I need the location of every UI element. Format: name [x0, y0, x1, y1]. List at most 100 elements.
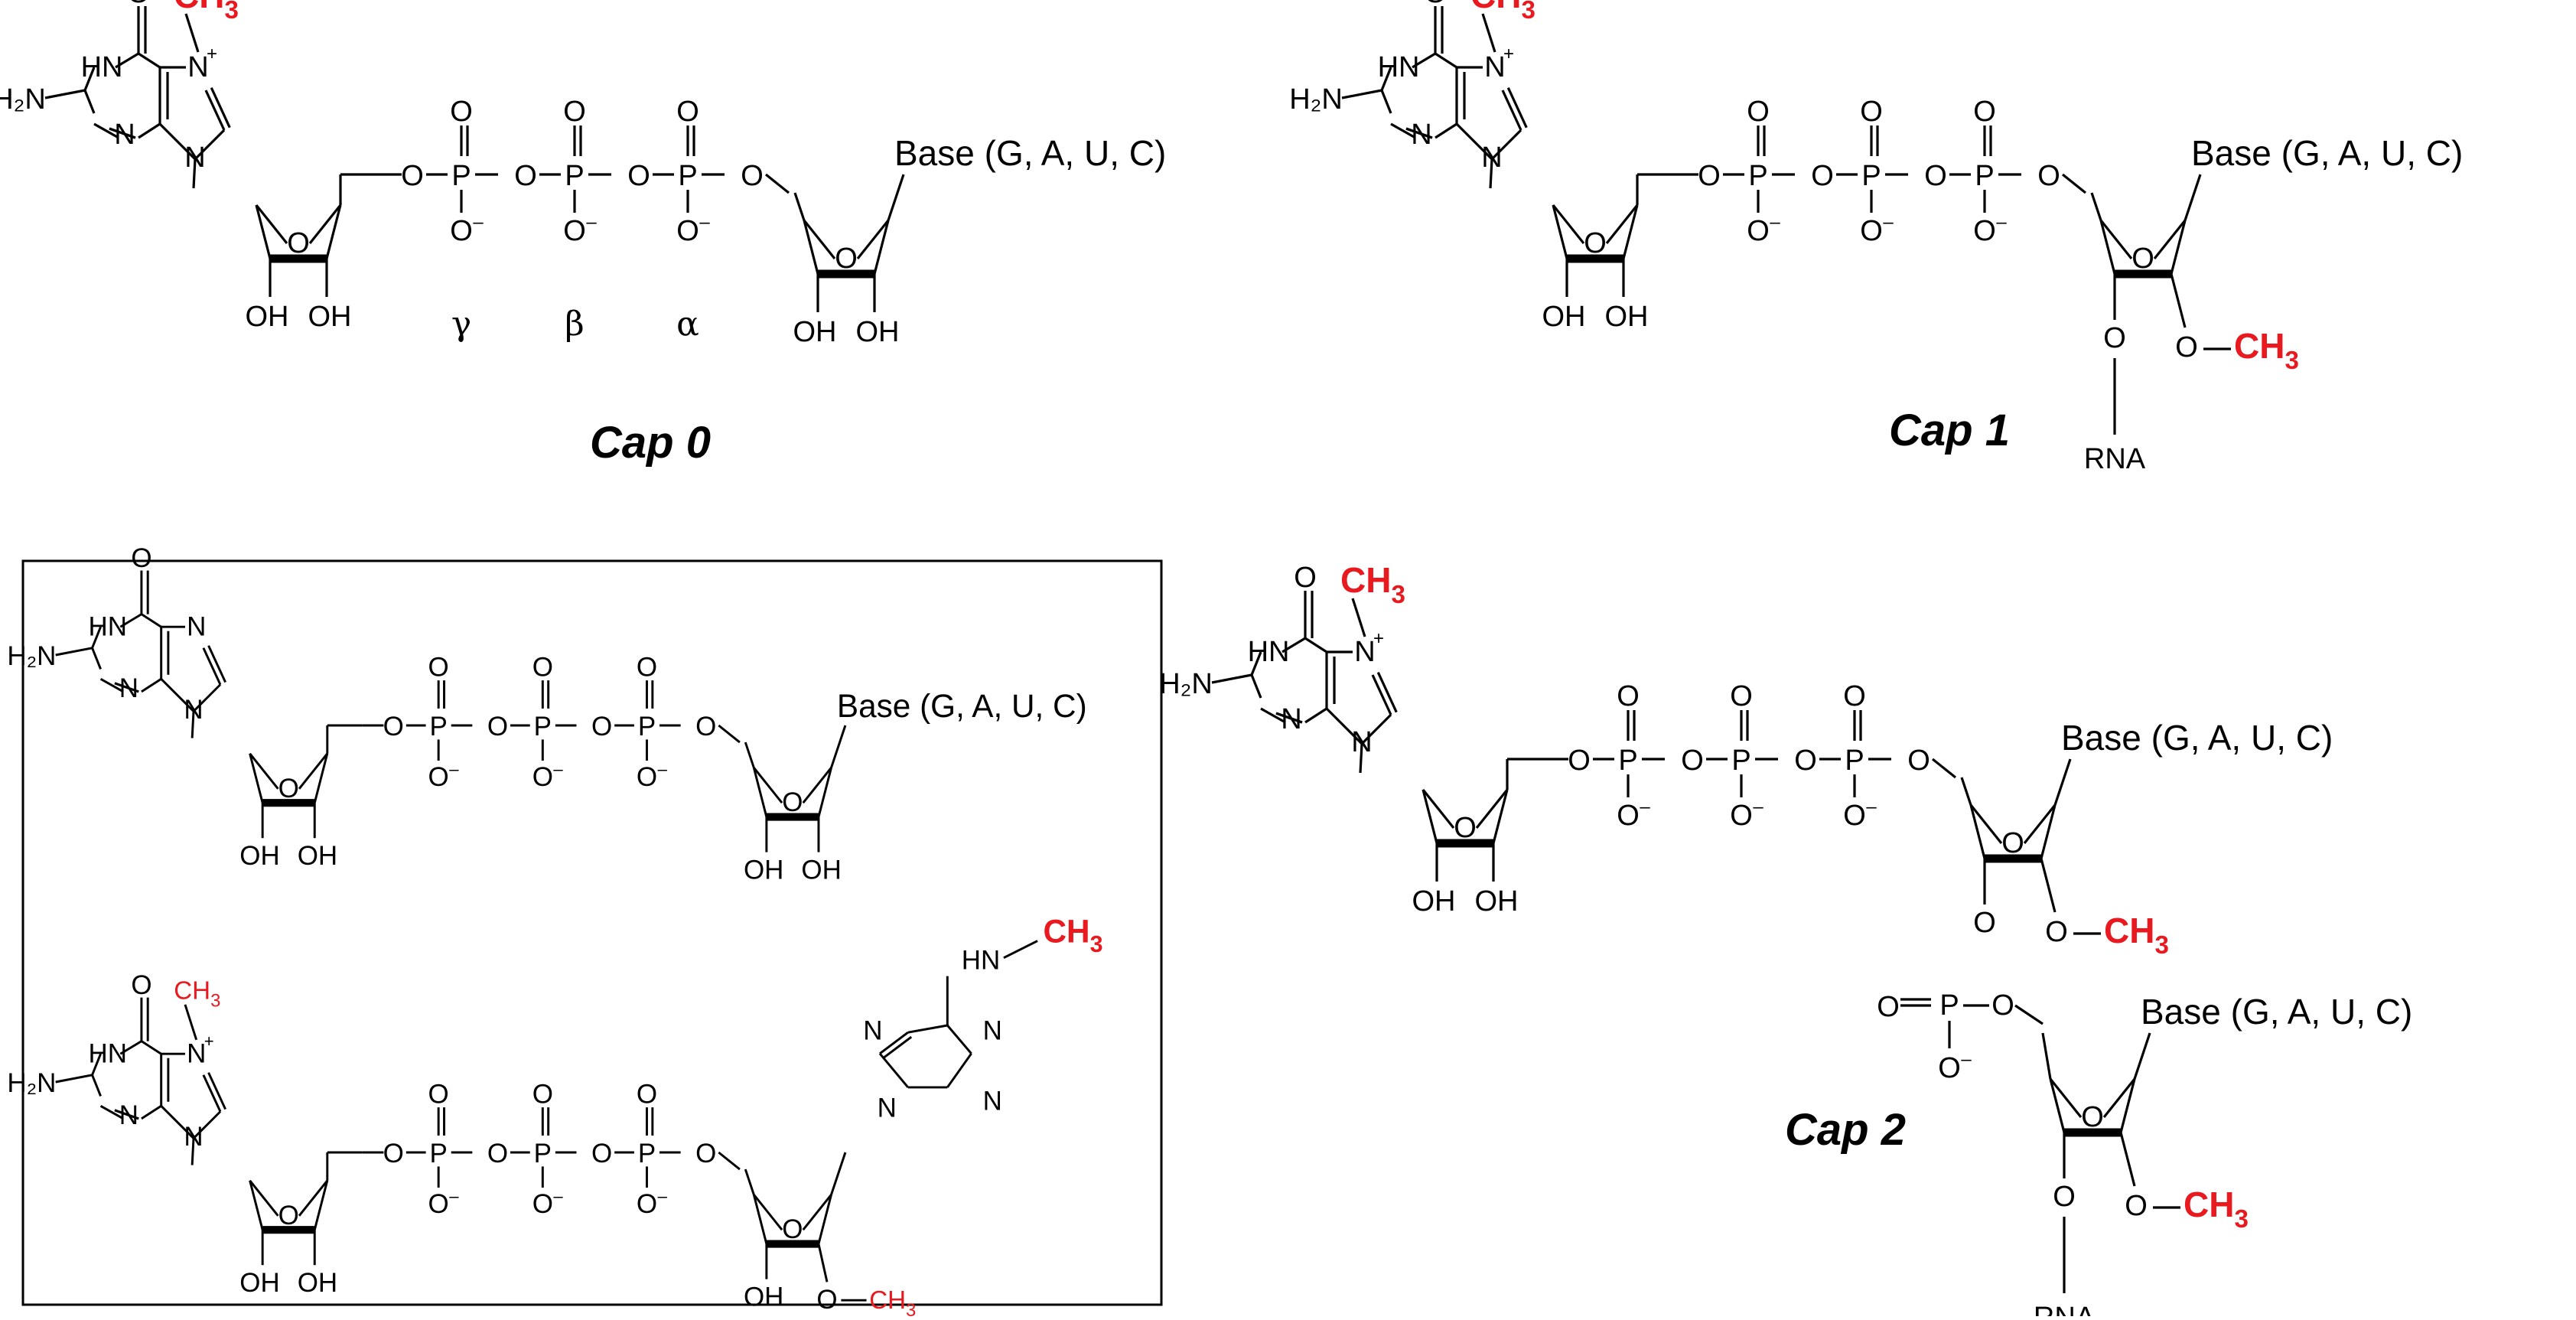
- bond-line: [752, 767, 768, 817]
- bond-line: [1281, 637, 1306, 653]
- anion-minus: –: [1866, 797, 1877, 817]
- oh-3-label: OH: [298, 1268, 337, 1298]
- ch3-text: CH: [869, 1286, 906, 1315]
- anion-minus: –: [1883, 212, 1894, 233]
- bond-line: [83, 67, 96, 91]
- bond-line: [1969, 804, 1986, 859]
- bond-line: [1969, 804, 2003, 844]
- ch3-text: CH: [2104, 911, 2154, 950]
- ribose-2-o-methyl-label: CH3: [2184, 1185, 2249, 1234]
- bond-line: [192, 158, 197, 189]
- anion-o-label: O: [450, 215, 473, 247]
- anion-o-label: O: [1617, 800, 1640, 832]
- ch3-subscript: 3: [210, 990, 220, 1011]
- carbonyl-o-label: O: [1294, 562, 1317, 594]
- ring-o-label: O: [2001, 827, 2024, 859]
- bond-line: [1435, 52, 1457, 69]
- bond-line: [1506, 86, 1528, 129]
- anion-o-label: O: [428, 762, 449, 792]
- anion-o-label: O: [428, 1189, 449, 1219]
- bridge-o-label: O: [695, 1139, 716, 1168]
- bond-line: [753, 767, 783, 804]
- bond-line: [1435, 122, 1457, 139]
- cation-plus: +: [204, 1032, 214, 1051]
- bond-line: [158, 122, 197, 161]
- anion-minus: –: [1770, 212, 1780, 233]
- bond-line: [1380, 67, 1392, 91]
- anion-o-label: O: [637, 762, 657, 792]
- oh-3-label: OH: [1605, 301, 1649, 333]
- bond-line: [249, 1180, 264, 1230]
- ring-o-label: O: [278, 1201, 299, 1230]
- phosphoryl-o-label: O: [450, 96, 473, 128]
- bridge-o-label: O: [487, 712, 508, 741]
- bridge-o-label: O: [741, 160, 764, 192]
- n6h-label: HN: [962, 945, 1000, 975]
- ch3-text: CH: [174, 976, 210, 1005]
- oh-2-label: OH: [793, 316, 837, 348]
- anion-o-label: O: [1843, 800, 1866, 832]
- phosphoryl-o-label: O: [563, 96, 586, 128]
- h2n-label: H₂N: [1289, 83, 1343, 116]
- bond-line: [298, 1179, 328, 1217]
- bridge-o-label: O: [383, 712, 404, 741]
- bridge-o-label: O: [1681, 745, 1704, 777]
- bond-line: [191, 1138, 195, 1165]
- bond-line: [744, 741, 755, 768]
- bond-line: [830, 725, 847, 768]
- bond-line: [2090, 192, 2102, 221]
- bond-line: [192, 683, 222, 712]
- bond-line: [141, 1040, 162, 1055]
- ch3-subscript: 3: [224, 0, 238, 24]
- bond-line: [191, 711, 195, 738]
- bond-line: [202, 1074, 222, 1113]
- phosphoryl-o-label: O: [428, 1080, 449, 1110]
- bond-line: [1003, 940, 1038, 959]
- hn-label: HN: [1378, 51, 1420, 83]
- n7-label: N: [187, 51, 208, 83]
- ch3-subscript: 3: [1090, 931, 1103, 957]
- bond-line: [1371, 674, 1392, 715]
- phosphoryl-o-label: O: [637, 1080, 657, 1110]
- ring-o-label: O: [2131, 243, 2154, 275]
- base-label: Base (G, A, U, C): [2061, 718, 2333, 758]
- anion-minus: –: [1961, 1049, 1972, 1070]
- phosphoryl-o-label: O: [676, 96, 699, 128]
- bond-line: [2049, 1078, 2083, 1118]
- cation-plus: +: [1503, 44, 1514, 64]
- h2n-label: H₂N: [0, 83, 46, 116]
- bond-line: [114, 1109, 139, 1120]
- phosphorus-label: P: [429, 1139, 447, 1168]
- bond-line: [192, 1110, 222, 1139]
- phosphorus-label: P: [451, 160, 471, 192]
- n6-methyl-label: CH3: [1043, 913, 1102, 957]
- bond-line: [210, 86, 231, 129]
- bond-line: [2049, 1078, 2066, 1133]
- bond-line: [91, 1053, 102, 1076]
- bond-line: [887, 174, 905, 221]
- bond-line: [1351, 598, 1366, 637]
- oh-2-label: OH: [744, 856, 783, 885]
- phosphorus-label: P: [1748, 160, 1767, 192]
- bond-line: [313, 753, 329, 803]
- bridge-o-label: O: [627, 160, 650, 192]
- ch3-subscript: 3: [1521, 0, 1535, 24]
- bond-line: [298, 752, 328, 790]
- bond-line: [91, 626, 102, 649]
- phosphoryl-o-label: O: [1843, 680, 1866, 712]
- bond-line: [1360, 713, 1392, 745]
- ring-o-label: O: [782, 1214, 803, 1244]
- bond-line: [160, 678, 195, 712]
- oh-3-label: OH: [801, 856, 841, 885]
- ring-o-label: O: [835, 243, 858, 275]
- greek-phosphate-label: β: [565, 305, 584, 344]
- bond-line: [879, 1032, 909, 1054]
- phosphoryl-o-label: O: [1973, 96, 1996, 128]
